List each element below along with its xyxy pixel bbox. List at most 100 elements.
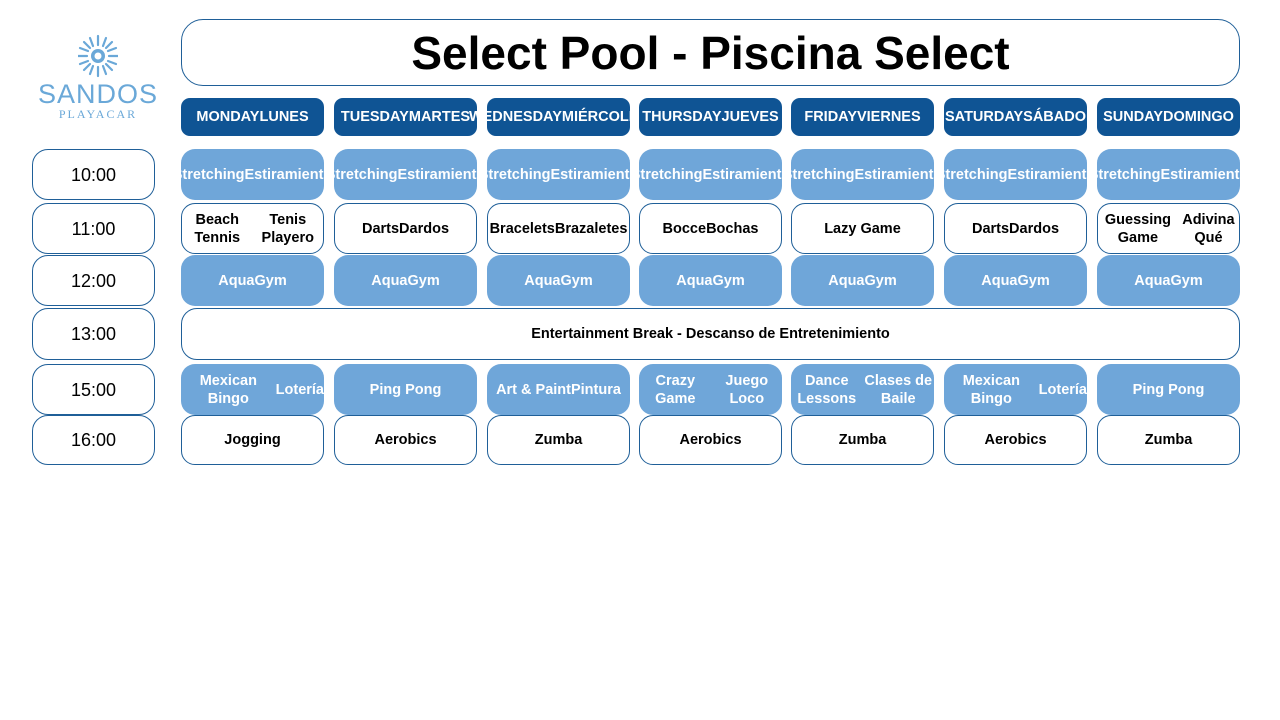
day-name-en: SATURDAY: [945, 109, 1024, 125]
activity-cell: Aerobics: [944, 415, 1087, 465]
time-slot: 10:00: [32, 149, 155, 200]
day-name-es: MARTES: [408, 109, 471, 125]
activity-name-en: AquaGym: [371, 272, 440, 289]
day-name-en: FRIDAY: [804, 109, 857, 125]
activity-cell: AquaGym: [1097, 255, 1240, 306]
activity-name-en: Aerobics: [374, 432, 437, 448]
title-banner: Select Pool - Piscina Select: [181, 19, 1240, 86]
time-slot: 15:00: [32, 364, 155, 415]
activity-name-es: Clases de Baile: [864, 372, 933, 407]
time-label: 13:00: [70, 324, 117, 344]
time-slot: 12:00: [32, 255, 155, 306]
activity-name-es: Brazaletes: [554, 220, 628, 237]
activity-name-en: Art & Paint: [496, 381, 571, 398]
day-name-en: THURSDAY: [642, 109, 722, 125]
activity-name-es: Estiramiento: [244, 166, 333, 183]
day-name-es: VIERNES: [856, 109, 921, 125]
activity-name-en: Stretching: [478, 166, 551, 183]
activity-name-en: Zumba: [838, 432, 887, 448]
activity-name-en: Zumba: [1144, 432, 1193, 448]
day-name-en: SUNDAY: [1103, 109, 1163, 125]
day-name-es: DOMINGO: [1163, 109, 1234, 125]
activity-name-en: Beach Tennis: [194, 211, 241, 246]
activity-cell: Beach Tennis Tenis Playero: [181, 203, 324, 254]
activity-cell: AquaGym: [181, 255, 324, 306]
page-title: Select Pool - Piscina Select: [411, 26, 1010, 79]
activity-name-en: Stretching: [782, 166, 855, 183]
activity-cell: AquaGym: [639, 255, 782, 306]
activity-name-es: Bochas: [706, 220, 759, 237]
day-name-es: LUNES: [259, 109, 309, 125]
activity-name-en: Darts: [971, 220, 1010, 237]
activity-cell: AquaGym: [944, 255, 1087, 306]
activity-name-en: Stretching: [325, 166, 398, 183]
activity-cell: AquaGym: [487, 255, 630, 306]
time-slot: 11:00: [32, 203, 155, 254]
activity-name-en: AquaGym: [524, 272, 593, 289]
activity-name-es: Estiramiento: [702, 166, 791, 183]
sandos-logo: SANDOS PLAYACAR: [38, 34, 159, 121]
activity-cell: AquaGym: [334, 255, 477, 306]
activity-name-en: Aerobics: [679, 432, 742, 448]
activity-cell: AquaGym: [791, 255, 934, 306]
activity-name-en: Mexican Bingo: [962, 372, 1020, 407]
activity-name-es: Pintura: [570, 381, 621, 398]
logo-brand-text: SANDOS: [38, 79, 159, 109]
activity-name-es: Juego Loco: [725, 372, 769, 407]
time-label: 10:00: [70, 164, 117, 185]
activity-name-en: AquaGym: [981, 272, 1050, 289]
activity-cell: Crazy Game Juego Loco: [639, 364, 782, 415]
activity-name-en: Zumba: [534, 432, 583, 448]
activity-name-en: Jogging: [224, 432, 281, 448]
activity-name-es: Dardos: [1009, 220, 1060, 237]
activity-cell: Ping Pong: [1097, 364, 1240, 415]
time-label: 11:00: [71, 218, 116, 239]
activity-cell: Zumba: [487, 415, 630, 465]
activity-name-en: Darts: [361, 220, 400, 237]
activity-name-es: Tenis Playero: [261, 211, 314, 246]
day-name-es: SÁBADO: [1023, 109, 1086, 125]
activity-name-en: Bocce: [662, 220, 707, 237]
activity-name-en: Stretching: [630, 166, 703, 183]
day-name-en: TUESDAY: [340, 109, 409, 125]
day-name-en: WEDNESDAY: [468, 109, 562, 125]
day-name-es: MIÉRCOLES: [561, 109, 649, 125]
time-slot: 16:00: [32, 415, 155, 465]
activity-name-es: Estiramiento: [854, 166, 943, 183]
time-label: 15:00: [70, 379, 117, 400]
activity-name-en: Bracelets: [489, 220, 555, 237]
time-slot: 13:00: [32, 308, 155, 360]
activity-name-es: Estiramiento: [1160, 166, 1249, 183]
activity-name-en: Stretching: [935, 166, 1008, 183]
activity-cell: Aerobics: [639, 415, 782, 465]
activity-name-en: AquaGym: [676, 272, 745, 289]
activity-name-en: Dance Lessons: [797, 372, 857, 407]
sun-flower-icon: [78, 34, 118, 78]
activity-name-en: Mexican Bingo: [199, 372, 257, 407]
time-label: 12:00: [70, 270, 117, 291]
activity-name-en: AquaGym: [1134, 272, 1203, 289]
activity-cell: Jogging: [181, 415, 324, 465]
activity-name-es: Estiramiento: [550, 166, 639, 183]
activity-cell: Aerobics: [334, 415, 477, 465]
activity-cell: Zumba: [1097, 415, 1240, 465]
activity-name-en: Crazy Game: [655, 372, 696, 407]
activity-name-en: Stretching: [1088, 166, 1161, 183]
day-name-es: JUEVES: [721, 109, 779, 125]
